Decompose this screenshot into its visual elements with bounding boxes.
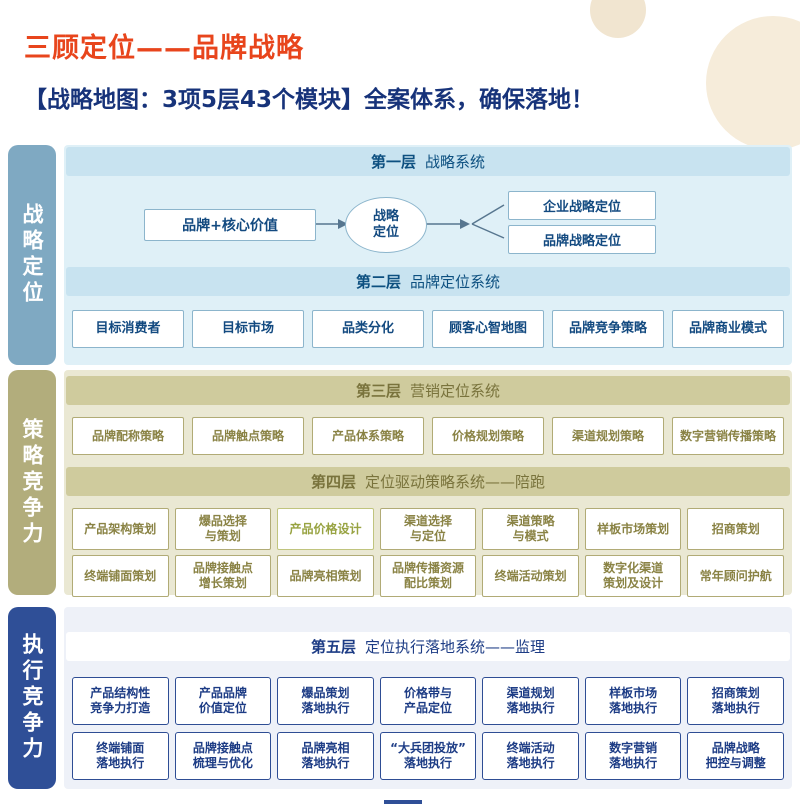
layer2-title: 品牌定位系统 — [410, 273, 501, 291]
module-box: 品牌传播资源 配比策划 — [379, 555, 477, 597]
flow-target-box-1: 企业战略定位 — [508, 191, 656, 220]
module-box: 数字营销传播策略 — [672, 417, 784, 455]
side-tab-execution-competitiveness: 执行竞争力 — [8, 607, 56, 789]
layer1-badge: 第一层 — [370, 153, 416, 171]
layer5-modules-row1: 产品结构性 竞争力打造 产品品牌 价值定位 爆品策划 落地执行 价格带与 产品定… — [64, 677, 792, 725]
layer5-title: 定位执行落地系统——监理 — [365, 638, 546, 656]
layer4-badge: 第四层 — [310, 473, 356, 491]
module-box: 终端铺面 落地执行 — [72, 732, 169, 780]
section-strategy-positioning: 第一层 战略系统 品牌+核心价值 战略 定位 企业战略定位 品牌战略定位 第二层… — [64, 145, 792, 365]
layer3-badge: 第三层 — [355, 382, 401, 400]
module-box: 价格带与 产品定位 — [379, 677, 477, 725]
module-box: 渠道策略 与模式 — [482, 508, 579, 550]
module-box: 目标市场 — [192, 310, 304, 348]
module-box: 常年顾问护航 — [687, 555, 785, 597]
layer2-modules: 目标消费者 目标市场 品类分化 顾客心智地图 品牌竞争策略 品牌商业模式 — [64, 310, 792, 348]
layer4-title: 定位驱动策略系统——陪跑 — [365, 473, 546, 491]
module-box: 品类分化 — [312, 310, 424, 348]
module-box: 产品结构性 竞争力打造 — [72, 677, 169, 725]
layer5-badge: 第五层 — [310, 638, 356, 656]
module-box: 目标消费者 — [72, 310, 184, 348]
module-box: 爆品选择 与策划 — [174, 508, 272, 550]
module-box: 数字化渠道 策划及设计 — [584, 555, 682, 597]
layer2-header: 第二层 品牌定位系统 — [66, 267, 790, 296]
module-box: 终端活动策划 — [482, 555, 579, 597]
module-box: 品牌战略 把控与调整 — [687, 732, 785, 780]
module-box-highlighted: 产品价格设计 — [277, 508, 374, 550]
page-subtitle: 【战略地图：3项5层43个模块】全案体系，确保落地！ — [24, 87, 595, 113]
layer4-modules-row1: 产品架构策划 爆品选择 与策划 产品价格设计 渠道选择 与定位 渠道策略 与模式… — [64, 508, 792, 550]
module-box: 品牌竞争策略 — [552, 310, 664, 348]
module-box: 终端活动 落地执行 — [482, 732, 579, 780]
module-box: 渠道规划 落地执行 — [482, 677, 579, 725]
module-box: 品牌配称策略 — [72, 417, 184, 455]
section-tactic-competitiveness: 第三层 营销定位系统 品牌配称策略 品牌触点策略 产品体系策略 价格规划策略 渠… — [64, 370, 792, 597]
layer5-header: 第五层 定位执行落地系统——监理 — [66, 632, 790, 661]
module-box: 招商策划 — [687, 508, 785, 550]
module-box: 产品品牌 价值定位 — [174, 677, 272, 725]
module-box: 渠道规划策略 — [552, 417, 664, 455]
layer2-badge: 第二层 — [355, 273, 401, 291]
side-tab-strategy-positioning: 战略定位 — [8, 145, 56, 365]
module-box: 爆品策划 落地执行 — [277, 677, 374, 725]
layer3-header: 第三层 营销定位系统 — [66, 376, 790, 405]
module-box: 品牌接触点 梳理与优化 — [174, 732, 272, 780]
module-box: 顾客心智地图 — [432, 310, 544, 348]
flow-center-ellipse: 战略 定位 — [345, 197, 427, 253]
module-box: 产品架构策划 — [72, 508, 169, 550]
decor-circle-large — [706, 16, 800, 150]
module-box: “大兵团投放” 落地执行 — [379, 732, 477, 780]
layer3-modules: 品牌配称策略 品牌触点策略 产品体系策略 价格规划策略 渠道规划策略 数字营销传… — [64, 417, 792, 455]
module-box: 样板市场策划 — [584, 508, 682, 550]
flow-target-box-2: 品牌战略定位 — [508, 225, 656, 254]
module-box: 品牌触点策略 — [192, 417, 304, 455]
module-box: 渠道选择 与定位 — [379, 508, 477, 550]
side-tab-tactic-competitiveness: 策略竞争力 — [8, 370, 56, 595]
layer4-header: 第四层 定位驱动策略系统——陪跑 — [66, 467, 790, 496]
module-box: 价格规划策略 — [432, 417, 544, 455]
module-box: 品牌亮相 落地执行 — [277, 732, 374, 780]
module-box: 招商策划 落地执行 — [687, 677, 785, 725]
layer4-modules-row2: 终端铺面策划 品牌接触点 增长策划 品牌亮相策划 品牌传播资源 配比策划 终端活… — [64, 555, 792, 597]
page-indicator-line — [384, 800, 422, 804]
module-box: 样板市场 落地执行 — [584, 677, 682, 725]
layer5-modules-row2: 终端铺面 落地执行 品牌接触点 梳理与优化 品牌亮相 落地执行 “大兵团投放” … — [64, 732, 792, 780]
section-execution-competitiveness: 第五层 定位执行落地系统——监理 产品结构性 竞争力打造 产品品牌 价值定位 爆… — [64, 607, 792, 789]
layer1-title: 战略系统 — [425, 153, 486, 171]
module-box: 数字营销 落地执行 — [584, 732, 682, 780]
flow-source-box: 品牌+核心价值 — [144, 209, 316, 241]
decor-circle-small — [590, 0, 646, 38]
module-box: 产品体系策略 — [312, 417, 424, 455]
module-box: 品牌商业模式 — [672, 310, 784, 348]
layer1-header: 第一层 战略系统 — [66, 147, 790, 176]
module-box: 品牌接触点 增长策划 — [174, 555, 272, 597]
module-box: 品牌亮相策划 — [277, 555, 374, 597]
strategy-flow-diagram: 品牌+核心价值 战略 定位 企业战略定位 品牌战略定位 — [64, 179, 792, 264]
module-box: 终端铺面策划 — [72, 555, 169, 597]
page-title: 三顾定位——品牌战略 — [24, 33, 304, 64]
layer3-title: 营销定位系统 — [410, 382, 501, 400]
